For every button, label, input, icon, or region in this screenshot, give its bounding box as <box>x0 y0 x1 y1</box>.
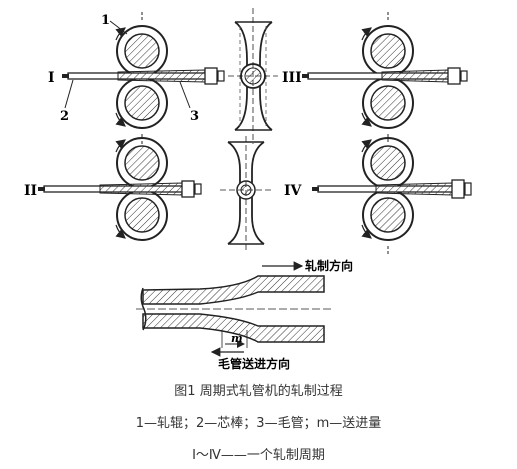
figure-title: 图1 周期式轧管机的轧制过程 <box>174 384 343 399</box>
roll-top-stage-2 <box>115 136 168 189</box>
roll-bottom-stage-1 <box>115 77 168 144</box>
label-tube-number: 3 <box>190 109 199 124</box>
stage-1-assembly <box>62 10 225 144</box>
figure-cycle-note: Ⅰ～Ⅳ——一个轧制周期 <box>192 448 325 463</box>
label-rolling-direction: 轧制方向 <box>305 258 353 273</box>
label-roll-number: 1 <box>101 13 110 28</box>
roll-top-stage-1 <box>115 10 168 77</box>
tube-stage-2 <box>99 182 183 196</box>
tube-stage-3 <box>381 69 449 83</box>
label-stage-1: I <box>48 70 55 86</box>
roll-bottom-stage-2 <box>115 189 168 241</box>
figure-legend: 1—轧辊；2—芯棒；3—毛管；m—送进量 <box>135 416 382 431</box>
tube-stage-1 <box>117 69 206 83</box>
tube-stage-4 <box>375 182 453 196</box>
cross-section-top <box>228 8 278 144</box>
cross-section-bottom <box>220 136 272 250</box>
roll-top-stage-3 <box>361 10 414 77</box>
stage-3-assembly <box>302 10 468 144</box>
roll-top-stage-4 <box>361 134 414 189</box>
stage-4-assembly <box>312 134 472 254</box>
label-stage-2: II <box>24 183 37 199</box>
label-stage-3: III <box>282 70 302 86</box>
roll-bottom-stage-3 <box>361 77 414 144</box>
tube-section-detail <box>136 261 332 357</box>
label-mandrel-number: 2 <box>60 109 69 124</box>
roll-bottom-stage-4 <box>361 189 414 254</box>
label-stage-4: IV <box>284 183 303 199</box>
label-feed-direction: 毛管送进方向 <box>218 356 290 371</box>
stage-2-assembly <box>38 136 202 241</box>
label-m-symbol: m <box>231 332 243 345</box>
